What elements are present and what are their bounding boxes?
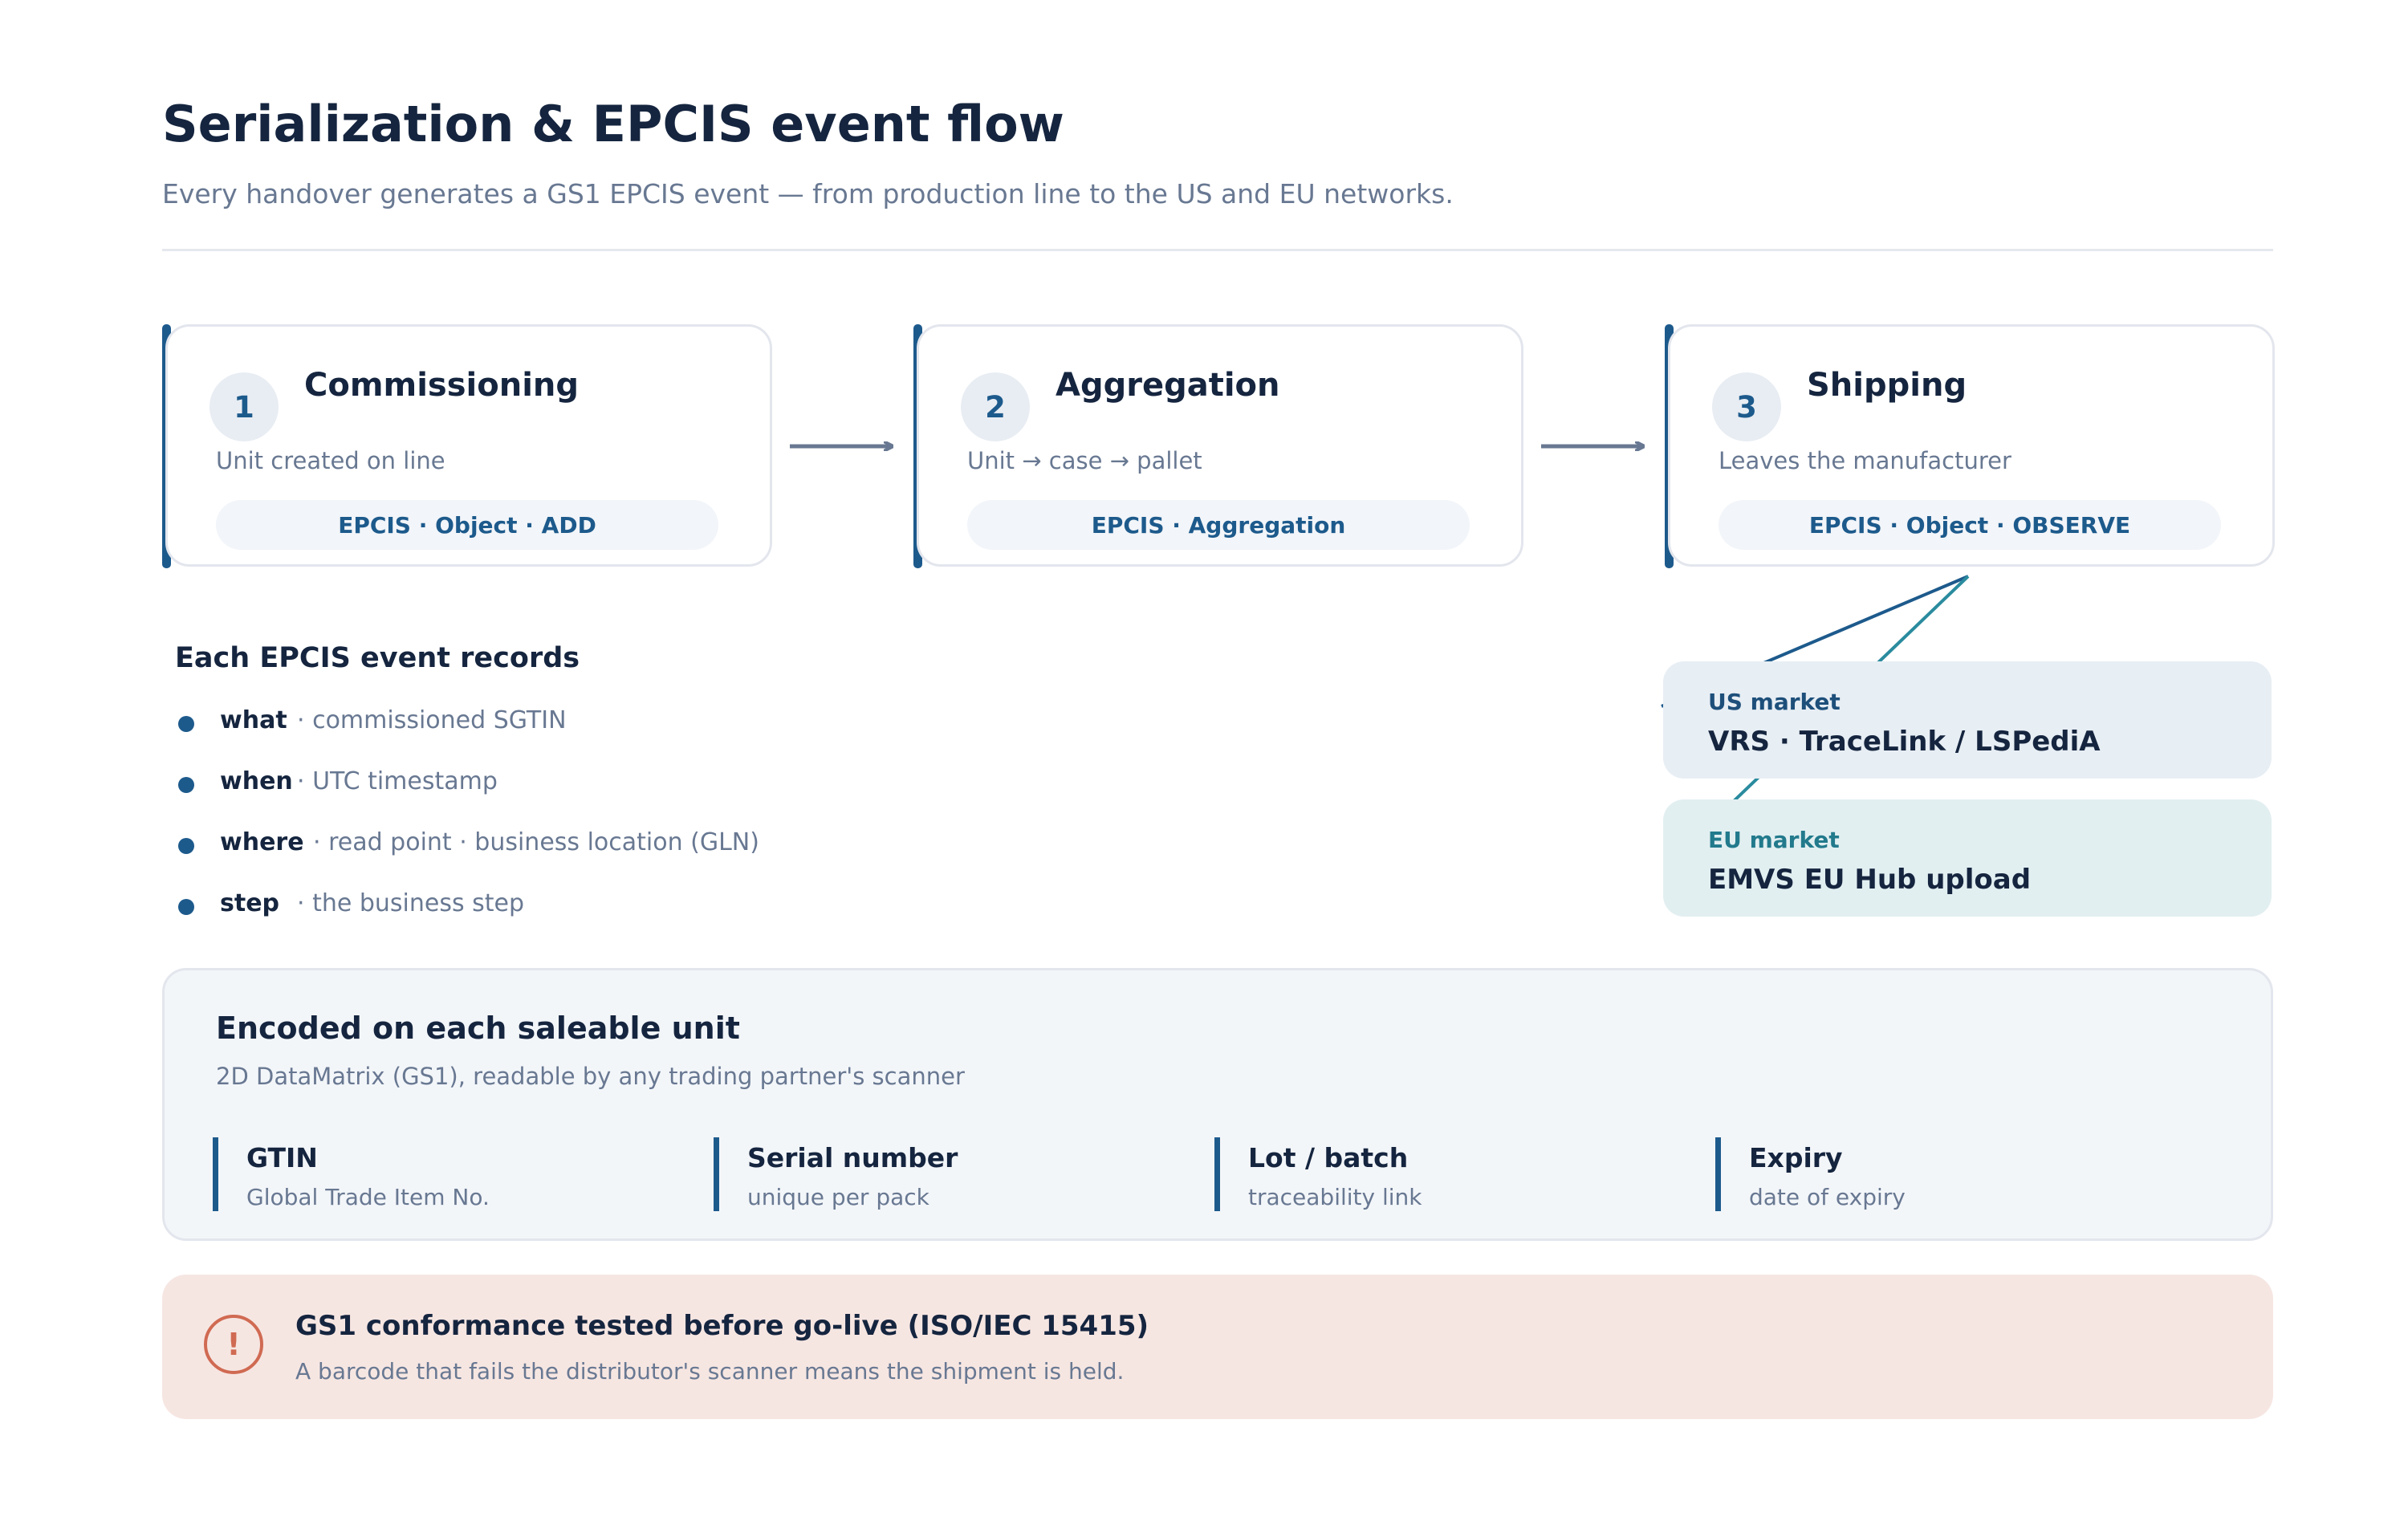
field-gtin: GTIN Global Trade Item No. bbox=[213, 1137, 662, 1211]
page-subtitle: Every handover generates a GS1 EPCIS eve… bbox=[162, 178, 1454, 209]
record-key: what bbox=[220, 706, 287, 734]
bullet-icon bbox=[178, 838, 194, 854]
field-name: Expiry bbox=[1749, 1142, 1843, 1173]
encoded-subtitle: 2D DataMatrix (GS1), readable by any tra… bbox=[216, 1063, 965, 1090]
field-accent-bar bbox=[1715, 1137, 1721, 1211]
step-1-description: Unit created on line bbox=[216, 447, 445, 474]
step-3-event-tag: EPCIS · Object · OBSERVE bbox=[1719, 500, 2221, 550]
step-2-title: Aggregation bbox=[1056, 367, 1280, 404]
bullet-icon bbox=[178, 777, 194, 793]
bullet-icon bbox=[178, 899, 194, 915]
step-3-title: Shipping bbox=[1807, 367, 1967, 404]
exclamation-icon: ! bbox=[204, 1315, 263, 1374]
step-card-shipping: 3 Shipping Leaves the manufacturer EPCIS… bbox=[1668, 324, 2275, 567]
step-1-title: Commissioning bbox=[304, 367, 580, 404]
field-lot-batch: Lot / batch traceability link bbox=[1214, 1137, 1664, 1211]
field-name: Serial number bbox=[747, 1142, 958, 1173]
record-value: · read point · business location (GLN) bbox=[313, 828, 759, 856]
field-accent-bar bbox=[1214, 1137, 1220, 1211]
conformance-alert: ! GS1 conformance tested before go-live … bbox=[162, 1275, 2273, 1419]
encoded-title: Encoded on each saleable unit bbox=[216, 1011, 740, 1046]
market-label: EU market bbox=[1708, 827, 1840, 853]
bullet-icon bbox=[178, 716, 194, 732]
records-title: Each EPCIS event records bbox=[175, 642, 580, 674]
alert-description: A barcode that fails the distributor's s… bbox=[295, 1358, 1125, 1385]
market-value: VRS · TraceLink / LSPediA bbox=[1708, 726, 2101, 758]
field-description: date of expiry bbox=[1749, 1184, 1906, 1210]
step-card-commissioning: 1 Commissioning Unit created on line EPC… bbox=[165, 324, 772, 567]
step-2-description: Unit → case → pallet bbox=[967, 447, 1202, 474]
step-card-aggregation: 2 Aggregation Unit → case → pallet EPCIS… bbox=[917, 324, 1523, 567]
market-value: EMVS EU Hub upload bbox=[1708, 864, 2032, 896]
field-serial-number: Serial number unique per pack bbox=[714, 1137, 1163, 1211]
step-2-number: 2 bbox=[961, 372, 1030, 441]
page-title: Serialization & EPCIS event flow bbox=[162, 95, 1064, 153]
header-divider bbox=[162, 249, 2273, 251]
field-name: Lot / batch bbox=[1248, 1142, 1409, 1173]
record-key: step bbox=[220, 889, 280, 917]
step-1-number: 1 bbox=[209, 372, 279, 441]
field-expiry: Expiry date of expiry bbox=[1715, 1137, 2165, 1211]
record-value: · the business step bbox=[297, 889, 525, 917]
record-key: when bbox=[220, 767, 293, 795]
market-card-eu: EU market EMVS EU Hub upload bbox=[1663, 799, 2272, 917]
encoded-data-panel: Encoded on each saleable unit 2D DataMat… bbox=[162, 968, 2273, 1241]
field-accent-bar bbox=[213, 1137, 218, 1211]
step-2-event-tag: EPCIS · Aggregation bbox=[967, 500, 1470, 550]
field-accent-bar bbox=[714, 1137, 719, 1211]
market-card-us: US market VRS · TraceLink / LSPediA bbox=[1663, 661, 2272, 779]
record-value: · commissioned SGTIN bbox=[297, 706, 567, 734]
step-3-number: 3 bbox=[1712, 372, 1781, 441]
record-value: · UTC timestamp bbox=[297, 767, 498, 795]
step-3-description: Leaves the manufacturer bbox=[1719, 447, 2011, 474]
market-label: US market bbox=[1708, 689, 1841, 715]
alert-title: GS1 conformance tested before go-live (I… bbox=[295, 1310, 1149, 1342]
field-name: GTIN bbox=[246, 1142, 318, 1173]
record-key: where bbox=[220, 828, 304, 856]
step-1-event-tag: EPCIS · Object · ADD bbox=[216, 500, 718, 550]
field-description: Global Trade Item No. bbox=[246, 1184, 490, 1210]
field-description: unique per pack bbox=[747, 1184, 929, 1210]
field-description: traceability link bbox=[1248, 1184, 1422, 1210]
